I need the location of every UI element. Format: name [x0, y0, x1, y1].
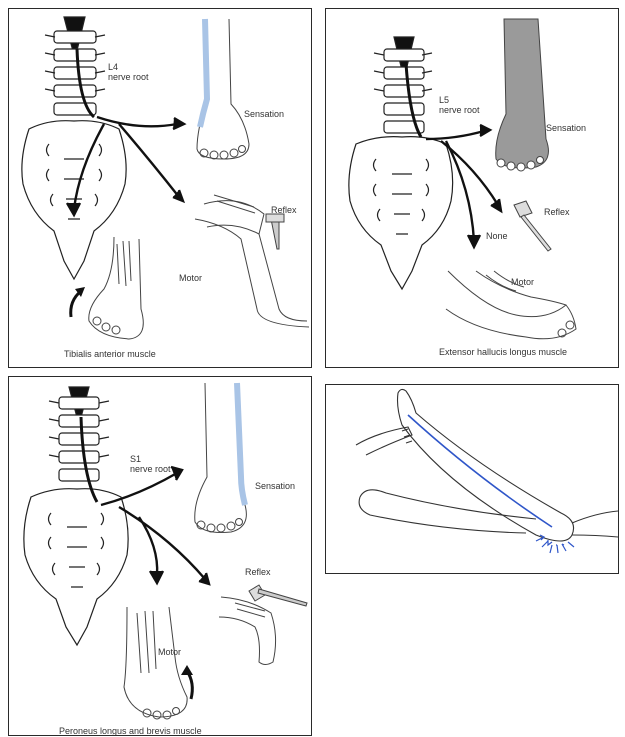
lower-leg-drawing — [359, 490, 618, 537]
sacrum-pelvis — [349, 137, 453, 289]
muscle-caption: Peroneus longus and brevis muscle — [59, 726, 202, 736]
foot-sensation-drawing — [195, 383, 247, 533]
lumbar-spine — [49, 387, 109, 481]
muscle-caption: Extensor hallucis longus muscle — [439, 347, 567, 357]
foot-motor-drawing — [89, 237, 143, 339]
motor-arrowhead — [181, 665, 193, 675]
l4-illustration — [9, 9, 311, 367]
sensation-label: Sensation — [255, 481, 295, 491]
sensation-shading — [237, 383, 245, 505]
l5-illustration — [326, 9, 618, 367]
sacrum-pelvis — [22, 121, 126, 279]
motor-label: Motor — [511, 277, 534, 287]
reflex-label: Reflex — [544, 207, 570, 217]
sensation-label: Sensation — [244, 109, 284, 119]
lumbar-spine — [45, 17, 105, 115]
pressure-arrows — [536, 535, 574, 553]
lumbar-spine — [374, 37, 432, 133]
motor-arrow — [187, 671, 192, 699]
foot-sensation-drawing — [496, 19, 549, 171]
knee-reflex-drawing — [219, 585, 307, 665]
sciatic-nerve-line — [408, 415, 552, 527]
reflex-label: Reflex — [245, 567, 271, 577]
s1-illustration — [9, 377, 311, 735]
muscle-caption: Tibialis anterior muscle — [64, 349, 156, 359]
sensation-shading — [200, 19, 207, 127]
foot-motor-drawing — [124, 607, 187, 719]
reflex-label: Reflex — [271, 205, 297, 215]
panel-straight-leg-raise — [325, 384, 619, 574]
reflex-result-label: None — [486, 231, 508, 241]
straight-leg-raise-illustration — [326, 385, 618, 573]
sacrum-pelvis — [24, 489, 128, 645]
motor-label: Motor — [158, 647, 181, 657]
foot-sensation-drawing — [197, 19, 249, 159]
sensation-label: Sensation — [546, 123, 586, 133]
motor-label: Motor — [179, 273, 202, 283]
